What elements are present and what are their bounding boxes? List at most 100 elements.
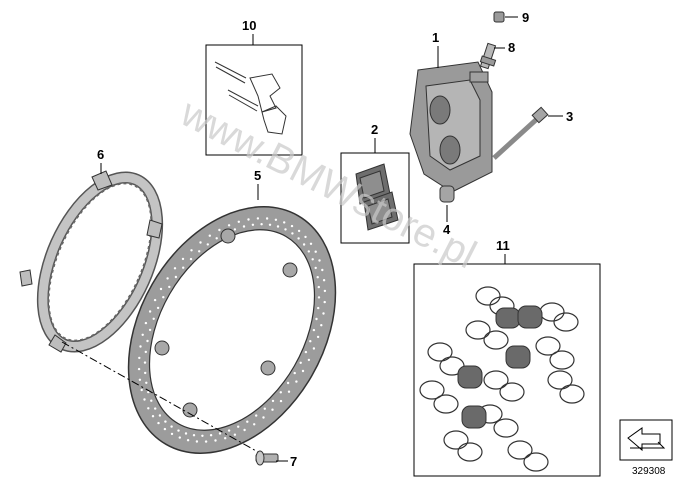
drill-hole <box>156 306 160 310</box>
drill-hole <box>312 347 316 350</box>
brake-disc <box>127 206 337 454</box>
drill-hole <box>301 369 305 373</box>
drill-hole <box>255 414 258 417</box>
drill-hole <box>148 328 152 332</box>
drill-hole <box>152 317 155 320</box>
drill-hole <box>279 391 282 394</box>
drill-hole <box>178 436 181 439</box>
seal-ring <box>465 320 491 340</box>
reference-number: 329308 <box>632 466 666 477</box>
callout-7: 7 <box>276 454 297 469</box>
seal-ring <box>547 370 573 390</box>
brake-caliper <box>409 61 493 193</box>
drill-hole <box>302 243 306 246</box>
drill-hole <box>195 440 199 443</box>
abs-ring <box>19 170 164 353</box>
drill-hole <box>286 381 290 385</box>
callout-9: 9 <box>505 10 529 25</box>
seal-rings <box>419 286 585 472</box>
drill-hole <box>141 333 144 336</box>
callout-4: 4 <box>443 205 451 237</box>
drill-hole <box>209 434 213 437</box>
seal-ring <box>475 286 501 306</box>
bleeder-cap <box>493 11 505 23</box>
drill-hole <box>265 217 269 220</box>
drill-hole <box>168 285 171 289</box>
drill-hole <box>215 237 218 240</box>
seal-ring <box>499 382 525 402</box>
callout-3: 3 <box>548 109 573 124</box>
callout-label: 3 <box>566 109 573 124</box>
seal-kit-box <box>413 263 601 477</box>
drill-hole <box>170 425 173 428</box>
drill-hole <box>268 223 272 226</box>
seal-ring <box>419 380 445 400</box>
drill-hole <box>290 224 294 228</box>
drill-hole <box>227 429 231 432</box>
drill-hole <box>237 220 240 223</box>
drill-hole <box>287 390 291 393</box>
drill-hole <box>299 361 302 364</box>
drill-hole <box>145 381 148 384</box>
callout-11: 11 <box>496 238 510 264</box>
reference-box <box>619 419 673 461</box>
drill-hole <box>144 321 148 325</box>
drill-hole <box>199 241 202 244</box>
seal-ring <box>539 302 565 322</box>
callout-label: 9 <box>522 10 529 25</box>
seal-ring <box>549 350 575 370</box>
drill-hole <box>304 350 308 354</box>
drill-hole <box>279 399 283 403</box>
drill-hole <box>309 340 312 343</box>
drill-hole <box>323 289 327 293</box>
drill-hole <box>253 423 256 426</box>
drill-hole <box>140 388 143 392</box>
drill-hole <box>162 296 165 299</box>
drill-hole <box>243 428 246 432</box>
drill-hole <box>251 223 255 226</box>
drill-hole <box>307 358 311 362</box>
drill-hole <box>304 235 307 239</box>
seal-ring <box>433 394 459 414</box>
drill-hole <box>295 380 298 383</box>
callout-label: 5 <box>254 168 261 183</box>
drill-hole <box>143 361 147 364</box>
drill-hole <box>144 350 147 354</box>
caliper-sleeve <box>439 185 455 203</box>
drill-hole <box>311 258 314 261</box>
drill-hole <box>316 335 320 339</box>
drill-hole <box>189 257 193 261</box>
drill-hole <box>158 414 162 417</box>
seal-ring <box>535 336 561 356</box>
drill-hole <box>186 439 190 442</box>
drill-hole <box>192 434 196 437</box>
seal-ring <box>553 312 579 332</box>
mounting-kit-box <box>205 44 303 156</box>
drill-hole <box>174 275 178 279</box>
drill-hole <box>144 371 147 375</box>
drill-hole <box>204 440 208 443</box>
drill-hole <box>260 223 263 226</box>
drill-hole <box>208 234 211 237</box>
drill-hole <box>312 328 316 332</box>
drill-hole <box>317 285 320 289</box>
drill-hole <box>157 421 160 425</box>
drill-hole <box>224 437 227 440</box>
callout-6: 6 <box>97 147 104 174</box>
drill-hole <box>218 432 222 435</box>
drill-hole <box>184 432 188 435</box>
drill-hole <box>177 429 180 432</box>
drill-hole <box>256 217 260 220</box>
seal-ring <box>443 430 469 450</box>
drill-hole <box>320 324 323 327</box>
caliper-bolt <box>492 106 549 160</box>
drill-hole <box>307 250 310 253</box>
callout-label: 8 <box>508 40 515 55</box>
callout-label: 2 <box>371 122 378 137</box>
drill-hole <box>227 224 231 227</box>
drill-hole <box>164 420 167 423</box>
drill-hole <box>322 279 326 282</box>
drill-hole <box>321 268 324 272</box>
drill-hole <box>166 277 169 280</box>
drill-hole <box>201 434 204 437</box>
